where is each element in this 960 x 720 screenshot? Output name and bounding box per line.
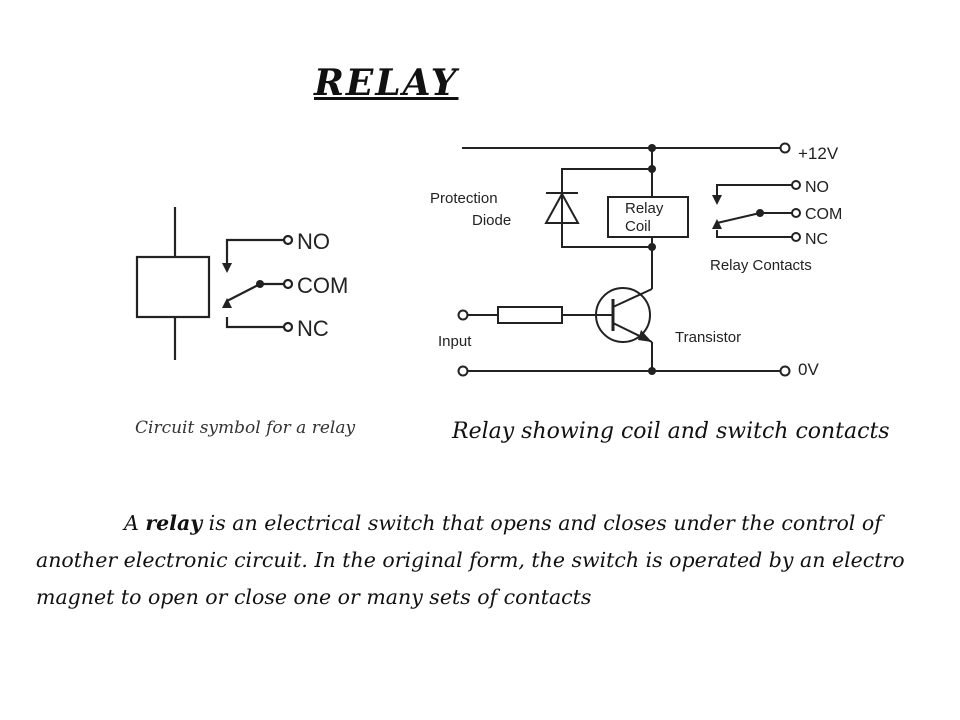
relay-circuit-diagram: +12V 0V Protection Diode Relay Coil NO C… — [430, 142, 842, 379]
junction-diode-top — [648, 165, 656, 173]
nc-contact-wire — [225, 317, 284, 329]
description-paragraph: A relay is an electrical switch that ope… — [36, 505, 916, 616]
contact-nc-arrow — [712, 219, 722, 229]
input-terminal — [457, 309, 469, 321]
junction-supply — [648, 144, 656, 152]
base-resistor — [497, 306, 563, 324]
symbol-com-label: COM — [297, 273, 348, 298]
contact-no-terminal — [791, 180, 801, 190]
protection-label-2: Diode — [472, 212, 511, 229]
diode-triangle — [544, 191, 580, 224]
coil-label-2: Coil — [625, 218, 651, 235]
ground-input-terminal — [457, 365, 469, 377]
page-title: RELAY — [314, 62, 459, 104]
circuit-caption: Relay showing coil and switch contacts — [452, 419, 890, 444]
junction-ground — [648, 367, 656, 375]
protection-label-1: Protection — [430, 190, 498, 207]
no-terminal — [282, 234, 294, 246]
com-terminal — [282, 278, 294, 290]
symbol-caption: Circuit symbol for a relay — [135, 418, 356, 438]
coil-label-1: Relay — [625, 200, 664, 217]
switch-arm — [226, 283, 261, 302]
symbol-nc-label: NC — [297, 316, 329, 341]
transistor-label: Transistor — [675, 329, 741, 346]
description-text: is an electrical switch that opens and c… — [36, 511, 905, 609]
relay-contacts-label: Relay Contacts — [710, 257, 812, 274]
contact-pivot-dot — [756, 209, 764, 217]
description-term: relay — [145, 511, 203, 535]
contact-no-wire — [716, 184, 792, 197]
description-prefix: A — [124, 511, 146, 535]
contact-com-terminal — [791, 208, 801, 218]
no-arrow — [222, 263, 232, 273]
input-label: Input — [438, 333, 472, 350]
symbol-no-label: NO — [297, 229, 330, 254]
contact-com-label: COM — [805, 206, 842, 223]
coil-box — [135, 255, 211, 319]
supply-label: +12V — [798, 144, 839, 163]
relay-symbol-diagram: NO COM NC — [135, 207, 348, 360]
nc-terminal — [282, 321, 294, 333]
contact-arm — [716, 212, 761, 224]
contact-nc-label: NC — [805, 231, 828, 248]
junction-diode-bottom — [648, 243, 656, 251]
contact-nc-wire — [716, 230, 792, 238]
supply-terminal — [779, 142, 791, 154]
contact-nc-terminal — [791, 232, 801, 242]
no-contact-wire — [225, 238, 284, 265]
diode-branch — [561, 168, 652, 248]
nc-arrow — [222, 298, 232, 308]
emitter-arrow — [638, 330, 652, 342]
transistor-collector — [612, 288, 653, 308]
contact-no-label: NO — [805, 179, 829, 196]
contact-no-arrow — [712, 195, 722, 205]
pivot-dot — [256, 280, 264, 288]
ground-terminal — [779, 365, 791, 377]
relay-coil-box — [607, 196, 689, 238]
ground-label: 0V — [798, 360, 819, 379]
